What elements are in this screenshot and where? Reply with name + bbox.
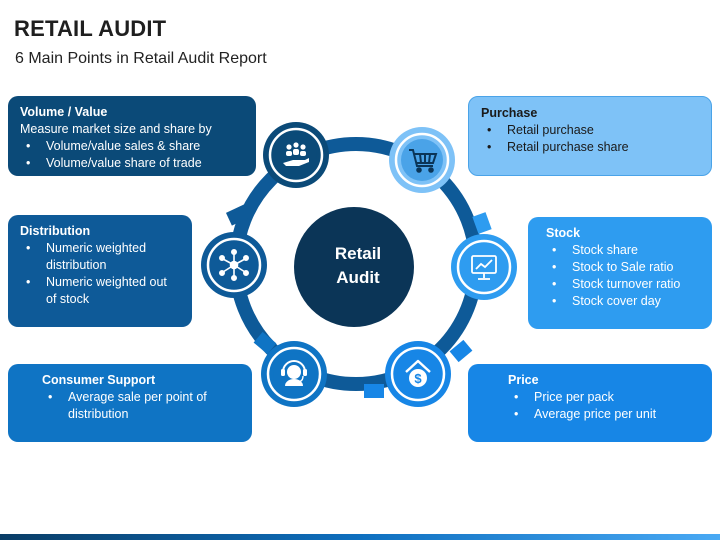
- consumer-support-list: Average sale per point of distribution: [42, 389, 240, 423]
- list-item: Average price per unit: [508, 406, 700, 423]
- list-item: Volume/value share of trade: [20, 155, 244, 172]
- stock-box: Stock Stock share Stock to Sale ratio St…: [528, 217, 712, 329]
- consumer-support-title: Consumer Support: [42, 373, 156, 387]
- shopping-cart-icon: [409, 149, 438, 173]
- price-list: Price per pack Average price per unit: [508, 389, 700, 423]
- node-purchase: [389, 127, 455, 193]
- list-item: Price per pack: [508, 389, 700, 406]
- page-subtitle: 6 Main Points in Retail Audit Report: [15, 50, 267, 67]
- people-hand-icon: [283, 142, 309, 166]
- distribution-title: Distribution: [20, 224, 91, 238]
- stock-title: Stock: [546, 226, 581, 240]
- volume-lead: Measure market size and share by: [20, 122, 212, 136]
- volume-value-box: Volume / Value Measure market size and s…: [8, 96, 256, 176]
- list-item: Volume/value sales & share: [20, 138, 244, 155]
- node-stock: [451, 234, 517, 300]
- price-box: Price Price per pack Average price per u…: [468, 364, 712, 442]
- node-price: $: [385, 341, 451, 407]
- list-item: Retail purchase: [481, 122, 699, 139]
- volume-list: Volume/value sales & share Volume/value …: [20, 138, 244, 172]
- price-title: Price: [508, 373, 539, 387]
- consumer-support-box: Consumer Support Average sale per point …: [8, 364, 252, 442]
- footer-gradient-bar: [0, 534, 720, 540]
- purchase-list: Retail purchase Retail purchase share: [481, 122, 699, 156]
- list-item: Numeric weighted distribution: [20, 240, 180, 274]
- node-volume: [263, 122, 329, 188]
- stock-list: Stock share Stock to Sale ratio Stock tu…: [546, 242, 700, 310]
- list-item: Average sale per point of distribution: [42, 389, 240, 423]
- center-circle: [294, 207, 414, 327]
- list-item: Stock share: [546, 242, 700, 259]
- page-title: RETAIL AUDIT: [14, 16, 167, 41]
- node-distribution: [201, 232, 267, 298]
- list-item: Numeric weighted out of stock: [20, 274, 180, 308]
- network-nodes-icon: [219, 249, 250, 281]
- center-label-line1: Retail: [335, 244, 381, 263]
- svg-text:$: $: [414, 371, 422, 386]
- monitor-chart-icon: [471, 255, 497, 280]
- list-item: Stock to Sale ratio: [546, 259, 700, 276]
- house-dollar-icon: $: [405, 359, 431, 387]
- distribution-box: Distribution Numeric weighted distributi…: [8, 215, 192, 327]
- purchase-box: Purchase Retail purchase Retail purchase…: [468, 96, 712, 176]
- volume-title: Volume / Value: [20, 105, 108, 119]
- list-item: Retail purchase share: [481, 139, 699, 156]
- distribution-list: Numeric weighted distribution Numeric we…: [20, 240, 180, 308]
- list-item: Stock cover day: [546, 293, 700, 310]
- list-item: Stock turnover ratio: [546, 276, 700, 293]
- center-label-line2: Audit: [336, 268, 380, 287]
- ring-connectors: [225, 137, 492, 398]
- purchase-title: Purchase: [481, 106, 538, 120]
- node-consumer-support: [261, 341, 327, 407]
- headset-support-icon: [281, 360, 307, 386]
